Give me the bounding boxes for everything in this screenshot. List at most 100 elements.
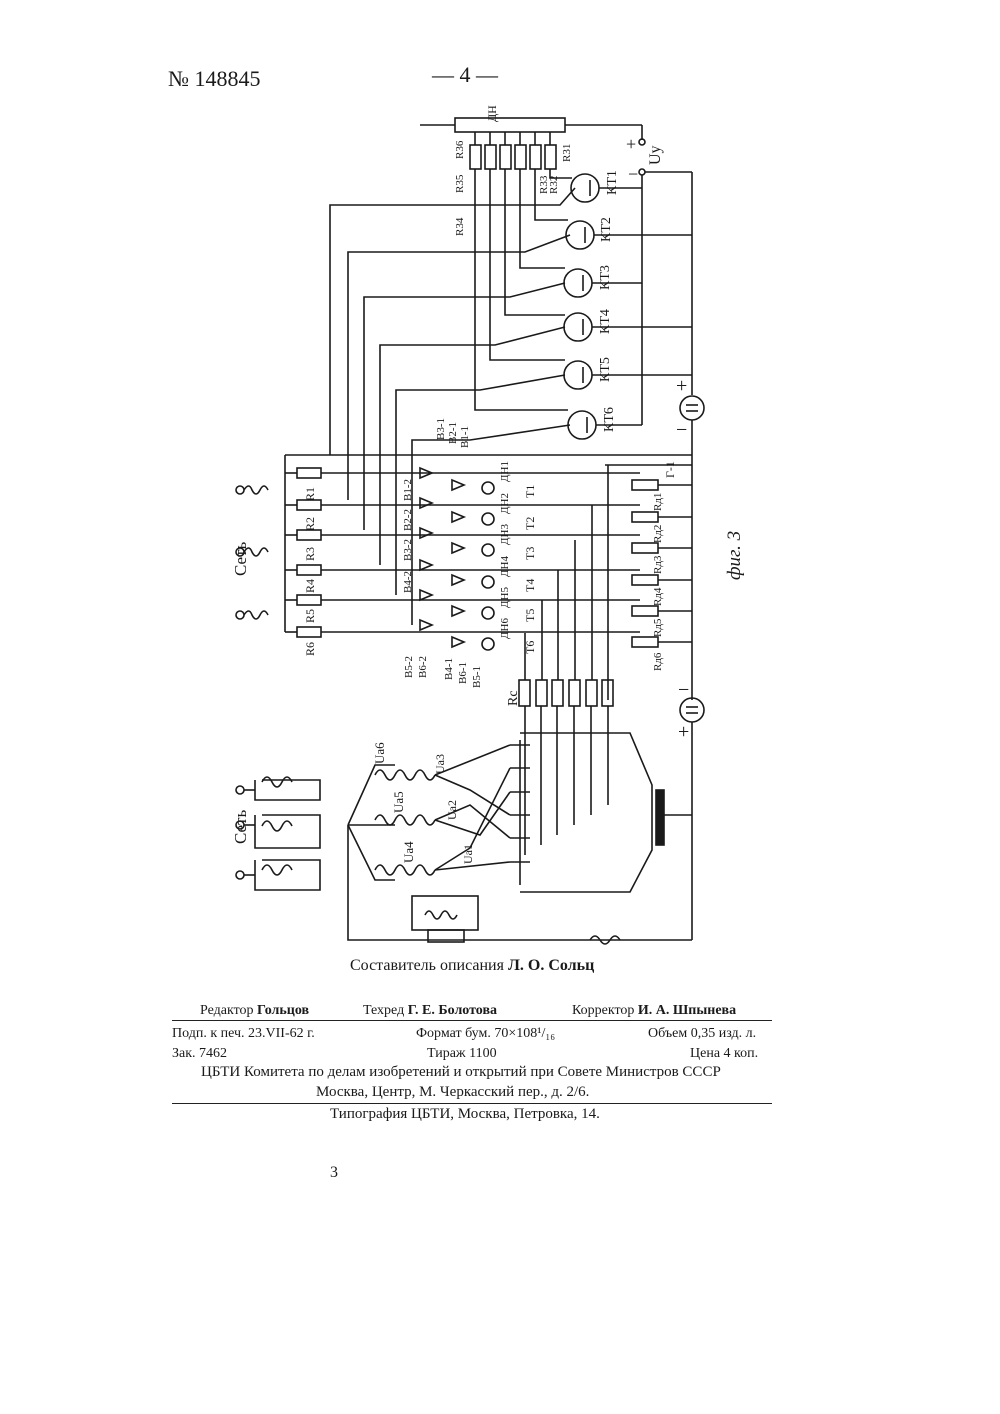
uy-label: Uу — [647, 145, 664, 165]
t3-label: Т3 — [523, 547, 537, 560]
dn5-label: ДН5 — [499, 587, 511, 608]
rd6-label: Rд6 — [652, 652, 664, 671]
r35-label: R35 — [454, 174, 466, 193]
editor-name: Гольцов — [257, 1003, 309, 1018]
rc-resistors — [519, 680, 613, 855]
kt4-label: КТ4 — [598, 309, 613, 334]
r34-label: R34 — [454, 217, 466, 236]
b41-label: В4-1 — [443, 658, 455, 680]
b12-label: В1-2 — [402, 479, 414, 501]
setj-label-top: Сеть — [231, 541, 250, 576]
volume: Объем 0,35 изд. л. — [648, 1026, 756, 1042]
kt6-label: КТ6 — [602, 407, 617, 432]
rc-label: Rс — [506, 690, 521, 706]
uy-minus: − — [628, 164, 638, 184]
b22-label: В2-2 — [402, 509, 414, 531]
dn3-label: ДН3 — [499, 524, 511, 545]
b32-label: В3-2 — [402, 539, 414, 561]
dn1-label: ДН1 — [499, 461, 511, 482]
transistor-kt5 — [564, 361, 592, 389]
load-box — [412, 896, 478, 942]
transistor-kt6 — [568, 411, 596, 439]
r3-label: R3 — [303, 547, 317, 561]
rd4-label: Rд4 — [652, 587, 664, 606]
imprint-rule-bottom — [172, 1103, 772, 1104]
figure-caption: фиг. 3 — [724, 531, 745, 580]
transistor-kt3 — [564, 269, 592, 297]
rd2-label: Rд2 — [652, 525, 664, 543]
r1-label: R1 — [303, 487, 317, 501]
r31-label: R31 — [561, 144, 573, 162]
b11-label: В1-1 — [459, 426, 471, 448]
b21-label: В2-1 — [447, 422, 459, 444]
uy-plus: + — [626, 134, 636, 154]
ua5-label: Uа5 — [391, 791, 406, 813]
t1-label: Т1 — [523, 485, 537, 498]
transistor-kt1 — [571, 174, 599, 202]
b42-label: В4-2 — [402, 571, 414, 593]
ua4-label: Uа4 — [401, 841, 416, 863]
bridge-section — [285, 455, 692, 700]
techred-line: Техред Г. Е. Болотова — [363, 1003, 497, 1019]
dc-bot-plus: + — [678, 721, 689, 743]
b31-label: В3-1 — [435, 418, 447, 440]
transistor-kt2 — [566, 221, 594, 249]
rd5-label: Rд5 — [652, 618, 664, 637]
b51-label: В5-1 — [471, 666, 483, 688]
b52-label: В5-2 — [403, 656, 415, 678]
setj-label-bottom: Сеть — [231, 809, 250, 844]
techred-label: Техред — [363, 1003, 404, 1018]
dn4-label: ДН4 — [499, 556, 511, 577]
r36-label: R36 — [454, 140, 466, 159]
b62-label: В6-2 — [417, 656, 429, 678]
org-line-1: ЦБТИ Комитета по делам изобретений и отк… — [201, 1064, 721, 1081]
b61-label: В6-1 — [457, 662, 469, 684]
slider-resistors — [470, 132, 556, 169]
t4-label: Т4 — [523, 579, 537, 592]
kt5-label: КТ5 — [598, 357, 613, 382]
transistor-wiring — [330, 169, 692, 625]
ua2-label: Uа2 — [445, 800, 459, 820]
dc-top-plus: + — [676, 375, 687, 397]
compiler-label: Составитель описания — [350, 957, 504, 974]
footer-page-number: 3 — [330, 1164, 338, 1182]
order-number: Зак. 7462 — [172, 1046, 227, 1062]
org-line-2: Москва, Центр, М. Черкасский пер., д. 2/… — [316, 1084, 589, 1101]
compiler-line: Составитель описания Л. О. Сольц — [350, 957, 594, 975]
compiler-name: Л. О. Сольц — [508, 957, 594, 974]
rectifier-tank — [510, 733, 692, 892]
ua6-label: Uа6 — [372, 742, 387, 764]
t5-label: Т5 — [523, 609, 537, 622]
corrector-name: И. А. Шпынева — [638, 1003, 736, 1018]
signed-date: Подп. к печ. 23.VII-62 г. — [172, 1026, 315, 1042]
kt1-label: КТ1 — [605, 170, 620, 195]
editor-line: Редактор Гольцов — [200, 1003, 309, 1019]
circulation: Тираж 1100 — [427, 1046, 497, 1062]
t2-label: Т2 — [523, 517, 537, 530]
kt2-label: КТ2 — [599, 217, 614, 242]
ua3-label: Uа3 — [433, 754, 447, 774]
dn-label: ДН — [485, 105, 499, 122]
price: Цена 4 коп. — [690, 1046, 758, 1062]
paper-format: Формат бум. 70×108¹/₁₆ — [416, 1026, 555, 1042]
dn2-label: ДН2 — [499, 493, 511, 514]
transistor-kt4 — [564, 313, 592, 341]
r33-label: R33 — [538, 175, 550, 194]
l1-label: Г-1 — [663, 461, 677, 478]
techred-name: Г. Е. Болотова — [408, 1003, 497, 1018]
r6-label: R6 — [303, 642, 317, 656]
rd3-label: Rд3 — [652, 555, 664, 574]
r2-label: R2 — [303, 517, 317, 531]
editor-label: Редактор — [200, 1003, 254, 1018]
dc-top-minus: − — [676, 419, 687, 441]
dc-bot-minus: − — [678, 679, 689, 701]
printer: Типография ЦБТИ, Москва, Петровка, 14. — [330, 1106, 600, 1123]
imprint-rule-top — [172, 1020, 772, 1021]
circuit-diagram: ДН Uу + − — [0, 0, 1000, 960]
t6-label: Т6 — [523, 641, 537, 654]
corrector-line: Корректор И. А. Шпынева — [572, 1003, 736, 1019]
r4-label: R4 — [303, 579, 317, 593]
r5-label: R5 — [303, 609, 317, 623]
kt3-label: КТ3 — [598, 265, 613, 290]
corrector-label: Корректор — [572, 1003, 634, 1018]
